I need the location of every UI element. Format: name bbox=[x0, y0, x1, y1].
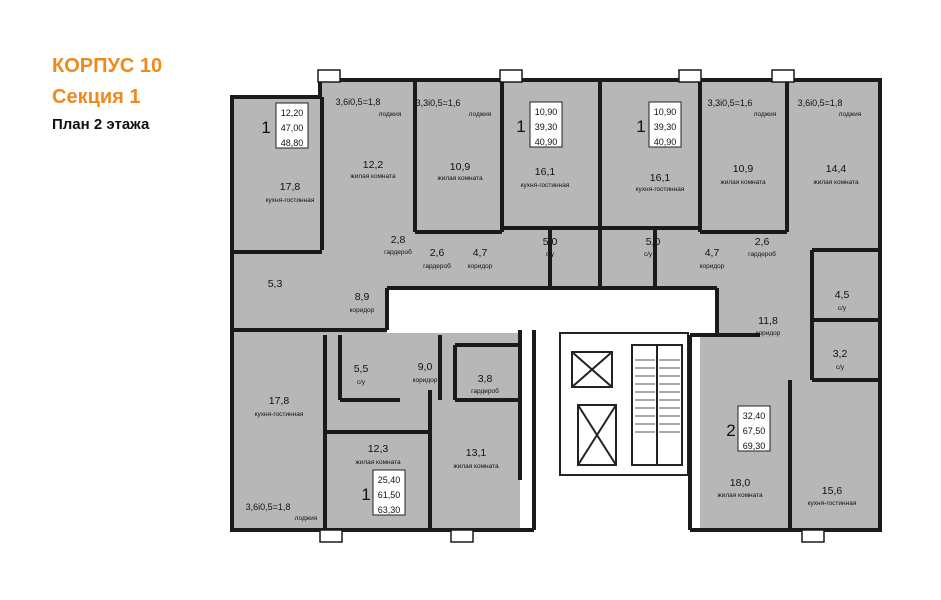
loggia-3-area: 3,3і0,5=1,6 bbox=[708, 98, 753, 108]
floor-plan-title: План 2 этажа bbox=[52, 116, 150, 133]
room-area: 8,9 bbox=[355, 291, 370, 303]
apartment-1-with-loggia: 48,80 bbox=[281, 138, 304, 148]
room-type: коридор bbox=[756, 330, 781, 337]
apartment-4-total: 67,50 bbox=[743, 426, 766, 436]
room-type: с/у bbox=[838, 305, 847, 312]
room-area: 15,6 bbox=[822, 485, 843, 497]
room-type: коридор bbox=[350, 307, 375, 314]
loggia-1-label: лоджия bbox=[379, 111, 402, 118]
room-area: 2,8 bbox=[391, 234, 406, 246]
room-area: 11,8 bbox=[758, 315, 778, 327]
room-type: коридор bbox=[468, 263, 493, 270]
room-type: жилая комната bbox=[720, 179, 766, 186]
loggia-4-label: лоджия bbox=[839, 111, 862, 118]
room-area: 14,4 bbox=[826, 163, 847, 175]
section-title: Секция 1 bbox=[52, 86, 141, 108]
room-type: с/у bbox=[546, 251, 555, 258]
room-type: кухня-гостинная bbox=[808, 500, 857, 507]
room-type: жилая комната bbox=[813, 179, 859, 186]
apartment-4-living: 32,40 bbox=[743, 411, 766, 421]
room-area: 5,5 bbox=[354, 363, 369, 375]
room-type: гардероб bbox=[384, 248, 412, 256]
room-area: 9,0 bbox=[418, 361, 433, 373]
apartment-3-rooms: 1 bbox=[636, 117, 645, 136]
walls bbox=[230, 78, 882, 532]
apartment-4-rooms: 2 bbox=[726, 421, 735, 440]
apartment-3-total: 39,30 bbox=[654, 122, 677, 132]
room-area: 12,3 bbox=[368, 443, 389, 455]
room-area: 4,7 bbox=[473, 247, 488, 259]
loggia-4-area: 3,6і0,5=1,8 bbox=[798, 98, 843, 108]
room-type: коридор bbox=[700, 263, 725, 270]
apartment-1-total: 47,00 bbox=[281, 123, 304, 133]
apartment-1-rooms: 1 bbox=[261, 118, 270, 137]
room-area: 10,9 bbox=[450, 161, 471, 173]
room-area: 4,7 bbox=[705, 247, 720, 259]
room-area: 16,1 bbox=[650, 172, 671, 184]
apartment-4-with-loggia: 69,30 bbox=[743, 441, 766, 451]
apartment-5-rooms: 1 bbox=[361, 485, 370, 504]
apartment-5-with-loggia: 63,30 bbox=[378, 505, 401, 515]
room-area: 12,2 bbox=[363, 159, 384, 171]
apartment-2-living: 10,90 bbox=[535, 107, 558, 117]
room-area: 5,3 bbox=[268, 278, 283, 290]
room-type: кухня-гостинная bbox=[255, 411, 304, 418]
apartment-2-rooms: 1 bbox=[516, 117, 525, 136]
common-areas bbox=[232, 80, 717, 530]
apartment-3-living: 10,90 bbox=[654, 107, 677, 117]
apartment-badges bbox=[275, 101, 771, 516]
room-type: жилая комната bbox=[350, 173, 396, 180]
loggia-2-area: 3,3і0,5=1,6 bbox=[416, 98, 461, 108]
room-type: гардероб bbox=[423, 262, 451, 270]
room-area: 18,0 bbox=[730, 477, 751, 489]
room-type: жилая комната bbox=[453, 463, 499, 470]
room-area: 5,0 bbox=[543, 236, 558, 248]
room-type: с/у bbox=[836, 364, 845, 371]
room-type: с/у bbox=[357, 379, 366, 386]
room-area: 4,5 bbox=[835, 289, 850, 301]
room-type: коридор bbox=[413, 377, 438, 384]
room-type: кухня-гостинная bbox=[521, 182, 570, 189]
apartment-2-total: 39,30 bbox=[535, 122, 558, 132]
loggia-5-area: 3,6і0,5=1,8 bbox=[246, 502, 291, 512]
room-area: 10,9 bbox=[733, 163, 754, 175]
room-area: 3,8 bbox=[478, 373, 493, 385]
room-area: 2,6 bbox=[755, 236, 770, 248]
room-type: гардероб bbox=[748, 250, 776, 258]
room-type: гардероб bbox=[471, 387, 499, 395]
room-type: кухня-гостинная bbox=[636, 186, 685, 193]
room-area: 3,2 bbox=[833, 348, 848, 360]
room-area: 13,1 bbox=[466, 447, 487, 459]
window-marks bbox=[317, 69, 825, 543]
room-area: 17,8 bbox=[280, 181, 301, 193]
room-type: жилая комната bbox=[355, 459, 401, 466]
apartment-1-living: 12,20 bbox=[281, 108, 304, 118]
loggia-1-area: 3,6і0,5=1,8 bbox=[336, 97, 381, 107]
room-area: 16,1 bbox=[535, 166, 556, 178]
apartment-5-total: 61,50 bbox=[378, 490, 401, 500]
stair-steps bbox=[635, 359, 680, 433]
room-area: 2,6 bbox=[430, 247, 445, 259]
room-type: жилая комната bbox=[717, 492, 763, 499]
apartment-2-with-loggia: 40,90 bbox=[535, 137, 558, 147]
apartment-3-with-loggia: 40,90 bbox=[654, 137, 677, 147]
room-area: 5,0 bbox=[646, 236, 661, 248]
apartment-5-living: 25,40 bbox=[378, 475, 401, 485]
building-title: КОРПУС 10 bbox=[52, 55, 163, 77]
stair-core bbox=[559, 332, 689, 476]
room-type: кухня-гостинная bbox=[266, 197, 315, 204]
room-type: жилая комната bbox=[437, 175, 483, 182]
loggia-2-label: лоджия bbox=[469, 111, 492, 118]
room-type: с/у bbox=[644, 251, 653, 258]
loggia-3-label: лоджия bbox=[754, 111, 777, 118]
room-area: 17,8 bbox=[269, 395, 290, 407]
loggia-5-label: лоджия bbox=[295, 515, 318, 522]
